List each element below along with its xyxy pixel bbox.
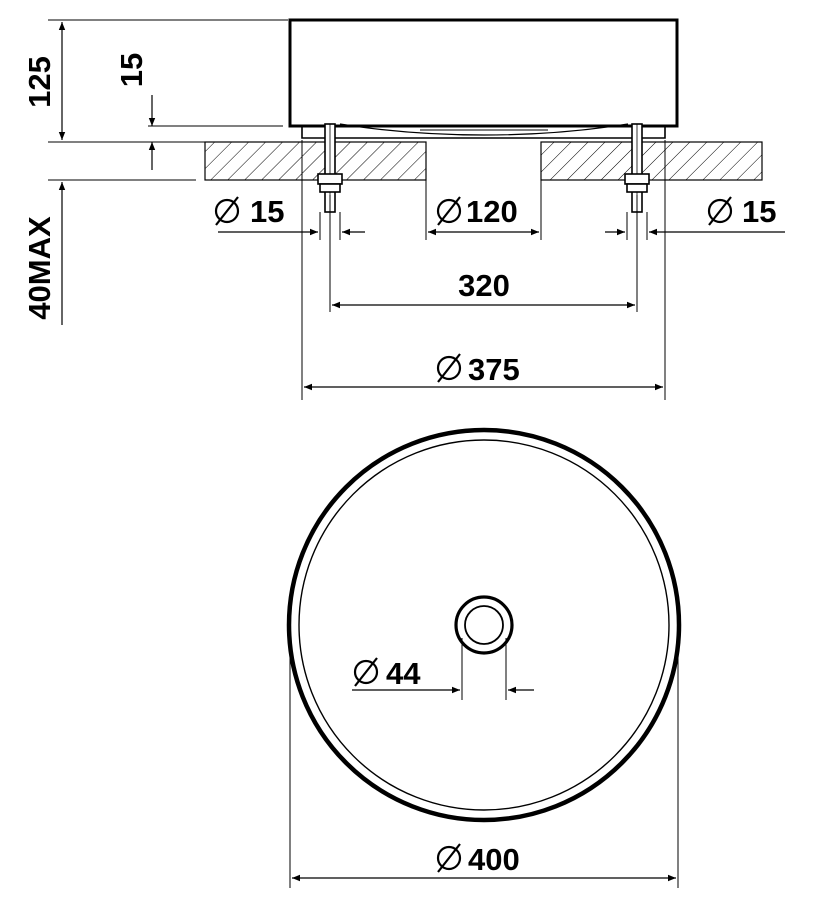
diameter-symbol-icon [707,196,733,226]
waste-outlet-inner [464,605,504,645]
basin-inner-bottom [339,123,629,136]
label-phi400: 400 [436,842,520,877]
countertop-block-left [204,141,427,181]
label-height-125: 125 [22,56,57,108]
svg-text:120: 120 [466,194,518,229]
label-height-15: 15 [114,53,149,87]
basin-outline [288,18,679,128]
label-phi15-right: 15 [707,194,776,229]
basin-base-ring [301,126,666,139]
basin-rim-inner [298,439,670,811]
plan-dimension-lines [292,686,676,882]
vertical-dimension-lines [58,22,156,325]
svg-text:375: 375 [468,352,520,387]
plan-view: 44 400 [286,427,682,888]
label-phi375: 375 [436,352,520,387]
diameter-symbol-icon [436,196,462,226]
basin-rim-outer [286,427,682,823]
fixing-bolt-right [624,123,650,213]
diameter-symbol-icon [214,196,240,226]
diameter-symbol-icon [436,843,462,873]
svg-text:15: 15 [250,194,284,229]
label-countertop-40max: 40MAX [22,216,57,320]
label-phi44: 44 [353,656,421,691]
horizontal-dimension-lines [218,228,785,391]
plan-extension-lines [289,638,679,888]
label-phi15-left: 15 [214,194,284,229]
svg-text:15: 15 [742,194,776,229]
svg-text:400: 400 [468,842,520,877]
countertop-block-right [540,141,763,181]
countertop-section [204,141,763,181]
side-elevation: 125 15 40MAX 15 120 15 320 375 [22,18,785,400]
diameter-symbol-icon [353,657,379,687]
label-spacing-320: 320 [458,268,510,303]
diameter-symbol-icon [436,353,462,383]
svg-text:44: 44 [386,656,421,691]
label-phi120: 120 [436,194,518,229]
waste-outlet-outer [454,595,514,655]
extension-lines [48,19,666,400]
basin-body [288,18,679,139]
